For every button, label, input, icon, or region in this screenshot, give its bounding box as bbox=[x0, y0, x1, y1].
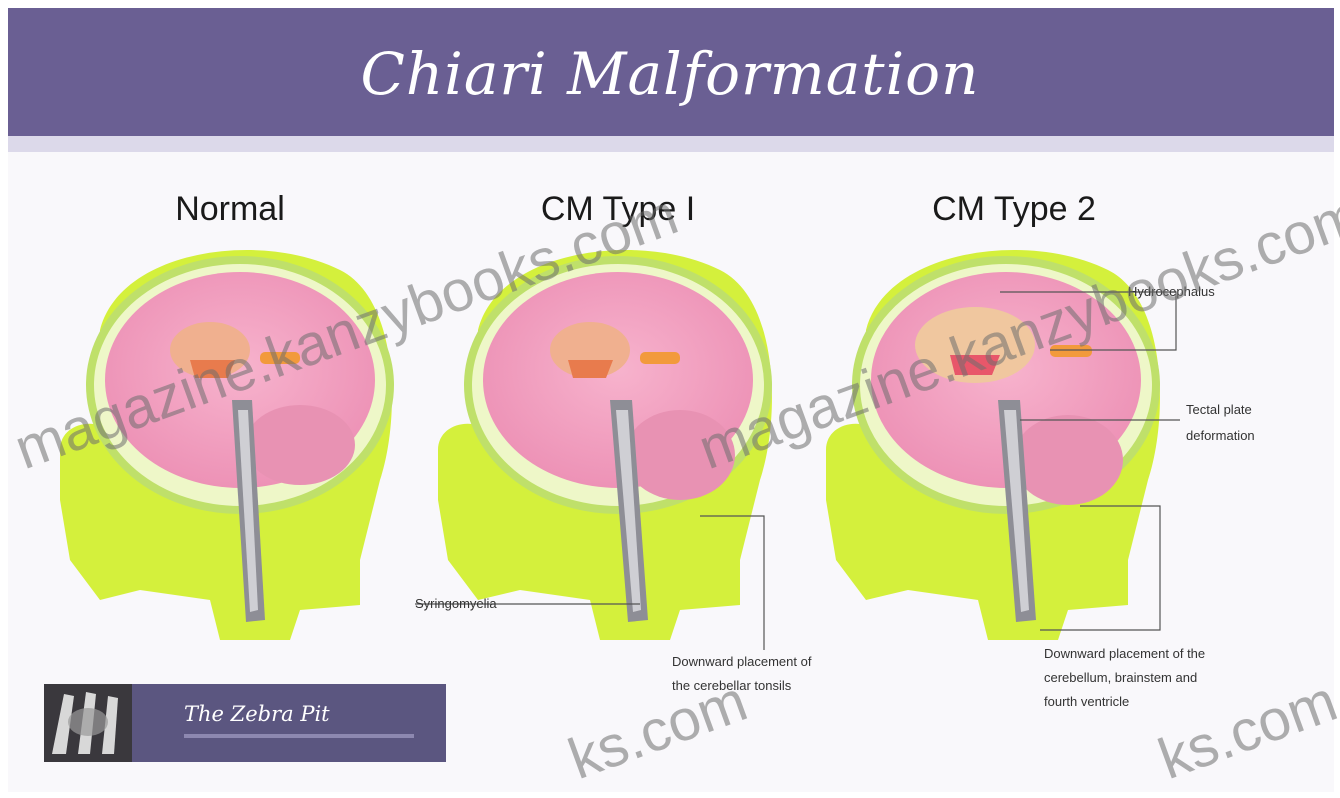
logo-underline bbox=[184, 734, 414, 738]
logo-text: The Zebra Pit bbox=[184, 702, 330, 726]
label-tonsils-line-1: Downward placement of bbox=[672, 650, 811, 674]
cerebellum bbox=[245, 405, 355, 485]
label-tectal-line-1: Tectal plate bbox=[1186, 398, 1252, 422]
label-type2-line-2: cerebellum, brainstem and bbox=[1044, 666, 1197, 690]
label-tectal-line-2: deformation bbox=[1186, 424, 1255, 448]
label-syringomyelia: Syringomyelia bbox=[415, 592, 497, 616]
cerebellum bbox=[1013, 415, 1123, 505]
zebra-icon bbox=[44, 684, 132, 762]
corpus-callosum-mark bbox=[640, 352, 680, 364]
label-type2-line-1: Downward placement of the bbox=[1044, 642, 1205, 666]
label-type2-line-3: fourth ventricle bbox=[1044, 690, 1129, 714]
third-ventricle bbox=[568, 360, 613, 378]
zebra-photo bbox=[44, 684, 132, 762]
logo-box: The Zebra Pit bbox=[44, 684, 446, 762]
